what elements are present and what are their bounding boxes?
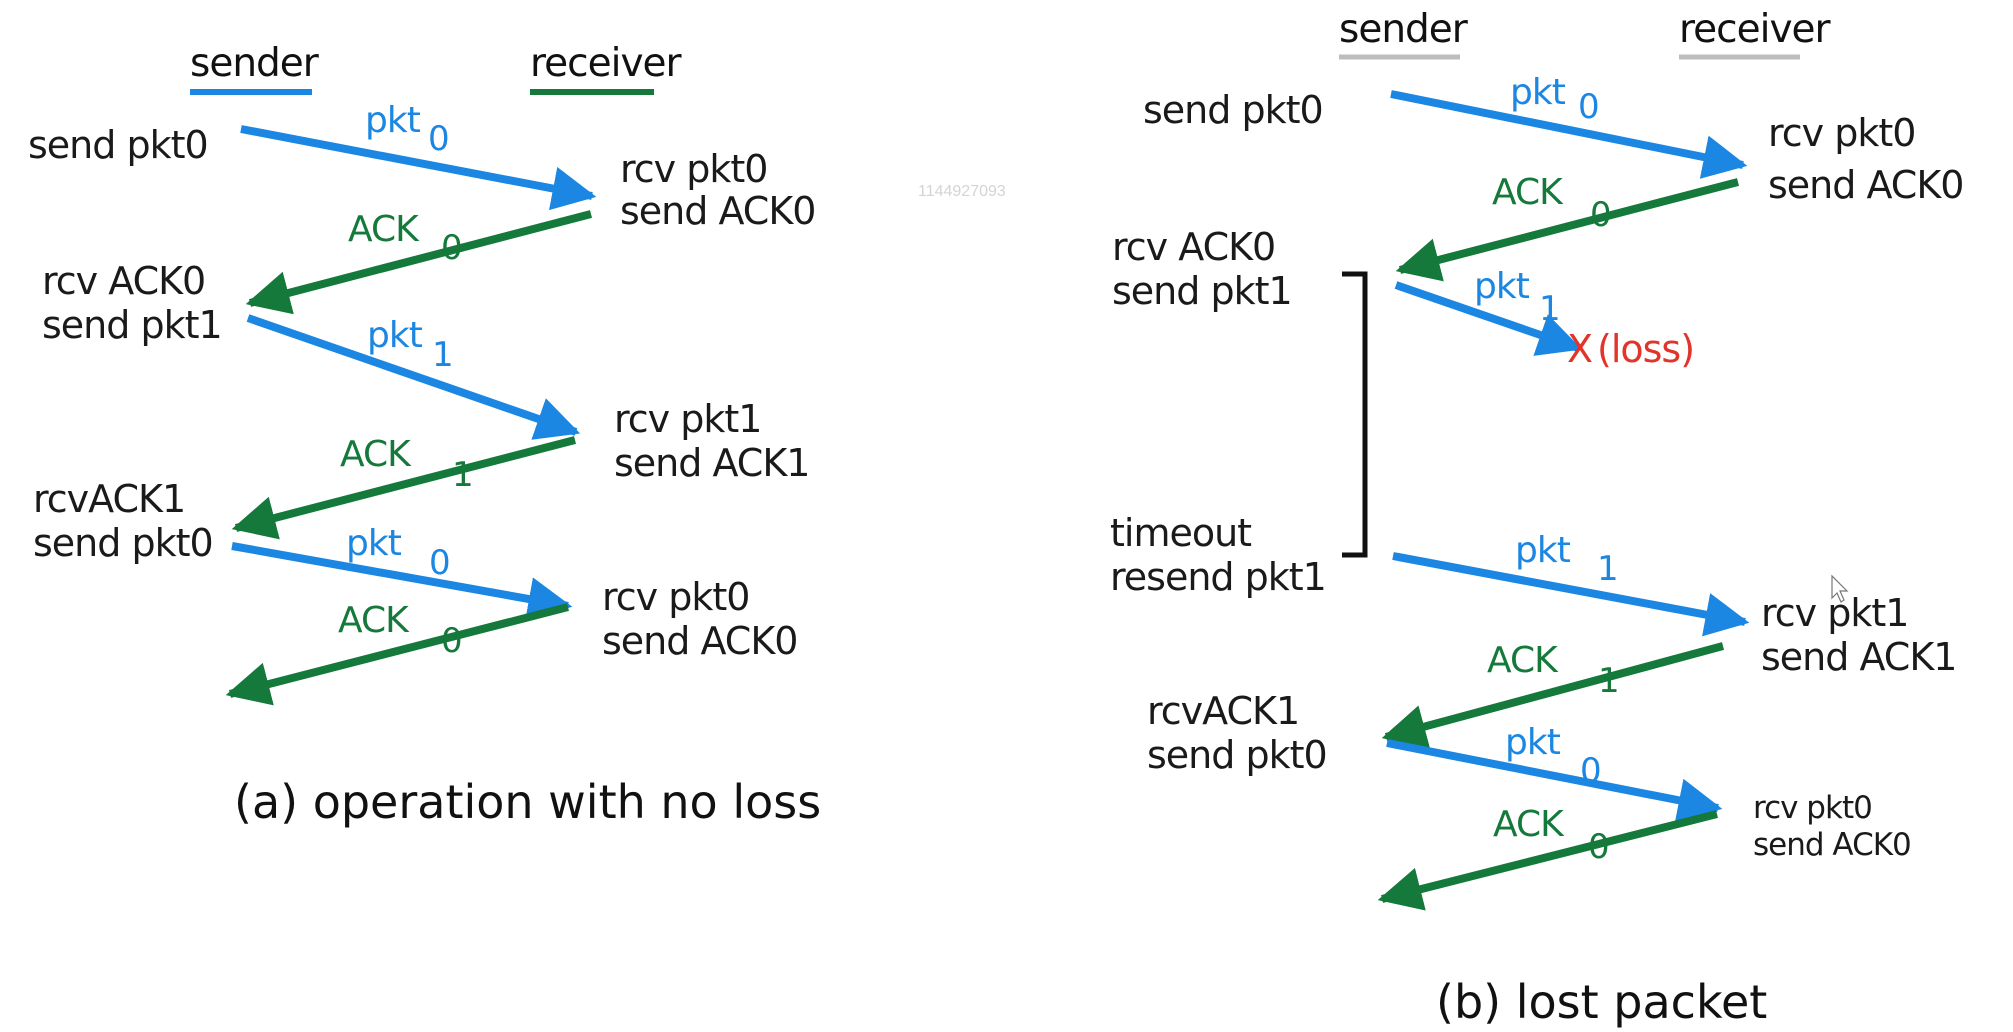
watermark-text: 1144927093 [918,183,1006,200]
message-seq: 0 [1590,195,1612,235]
receiver-event: rcv pkt0 [602,575,749,619]
sender-event: timeout [1110,511,1251,555]
receiver-event: send ACK1 [614,441,809,485]
receiver-event: send ACK0 [1753,827,1911,863]
sender-event: send pkt0 [1147,733,1327,777]
message-label: ACK [340,434,412,475]
receiver-event: rcv pkt1 [1761,591,1908,635]
receiver-event: rcv pkt0 [1768,111,1915,155]
ack-arrow [1395,178,1740,282]
ack-arrow [1381,642,1725,748]
ack-arrow [245,210,593,315]
message-label: pkt [367,315,423,356]
ack-arrow [231,436,577,540]
message-label: pkt [1510,72,1566,113]
message-label: pkt [346,523,402,564]
loss-x-marker: X [1567,327,1592,371]
sender-event: rcvACK1 [33,477,185,521]
packet-arrow [1390,90,1748,179]
panel-b: sender receiver send pkt0 rcv ACK0 send … [1110,7,1964,1029]
message-seq: 0 [1580,751,1602,791]
receiver-header: receiver [530,41,683,86]
packet-arrow [240,125,597,211]
message-seq: 1 [1597,549,1619,589]
receiver-event: rcv pkt1 [614,397,761,441]
receiver-event: send ACK0 [602,619,797,663]
packet-arrow [246,314,581,440]
receiver-event: send ACK1 [1761,635,1956,679]
lost-packet-arrow [1394,281,1583,356]
sender-event: rcvACK1 [1147,689,1299,733]
sender-event: send pkt1 [42,303,222,347]
sender-header: sender [1339,7,1469,52]
ack-arrow [1377,810,1718,911]
sender-event: send pkt0 [28,123,208,167]
sender-event: rcv ACK0 [1112,225,1275,269]
message-seq: 1 [1539,289,1561,329]
message-label: ACK [348,209,420,250]
message-label: ACK [1492,172,1564,213]
message-label: pkt [1474,266,1530,307]
receiver-event: rcv pkt0 [1753,790,1872,826]
ack-arrow [225,603,569,706]
message-seq: 1 [432,335,454,375]
panel-a: sender receiver send pkt0 rcv ACK0 send … [28,41,821,829]
mouse-cursor-icon [1831,574,1849,603]
receiver-event: send ACK0 [620,189,815,233]
message-seq: 0 [428,119,450,159]
message-seq: 0 [441,621,463,661]
caption-b: (b) lost packet [1436,975,1767,1029]
packet-arrow [231,542,573,621]
sender-event: send pkt1 [1112,269,1292,313]
message-seq: 0 [429,543,451,583]
caption-a: (a) operation with no loss [234,775,821,829]
timeout-timer-bracket [1342,271,1368,558]
message-seq: 0 [1578,87,1600,127]
packet-arrow [1392,552,1750,637]
receiver-event: rcv pkt0 [620,147,767,191]
sender-event: resend pkt1 [1110,555,1326,599]
packet-arrow [1386,739,1723,822]
message-label: pkt [365,100,421,141]
sender-event: send pkt0 [1143,88,1323,132]
message-label: ACK [338,600,410,641]
message-label: pkt [1515,530,1571,571]
message-seq: 0 [1588,827,1610,867]
sender-header: sender [190,41,320,86]
message-seq: 1 [452,455,474,495]
sender-event: send pkt0 [33,521,213,565]
message-label: ACK [1487,640,1559,681]
sender-event: rcv ACK0 [42,259,205,303]
message-seq: 0 [441,228,463,268]
message-label: ACK [1493,804,1565,845]
receiver-header: receiver [1679,7,1832,52]
message-seq: 1 [1598,661,1620,701]
message-label: pkt [1505,722,1561,763]
loss-label: (loss) [1597,327,1694,371]
receiver-event: send ACK0 [1768,163,1963,207]
